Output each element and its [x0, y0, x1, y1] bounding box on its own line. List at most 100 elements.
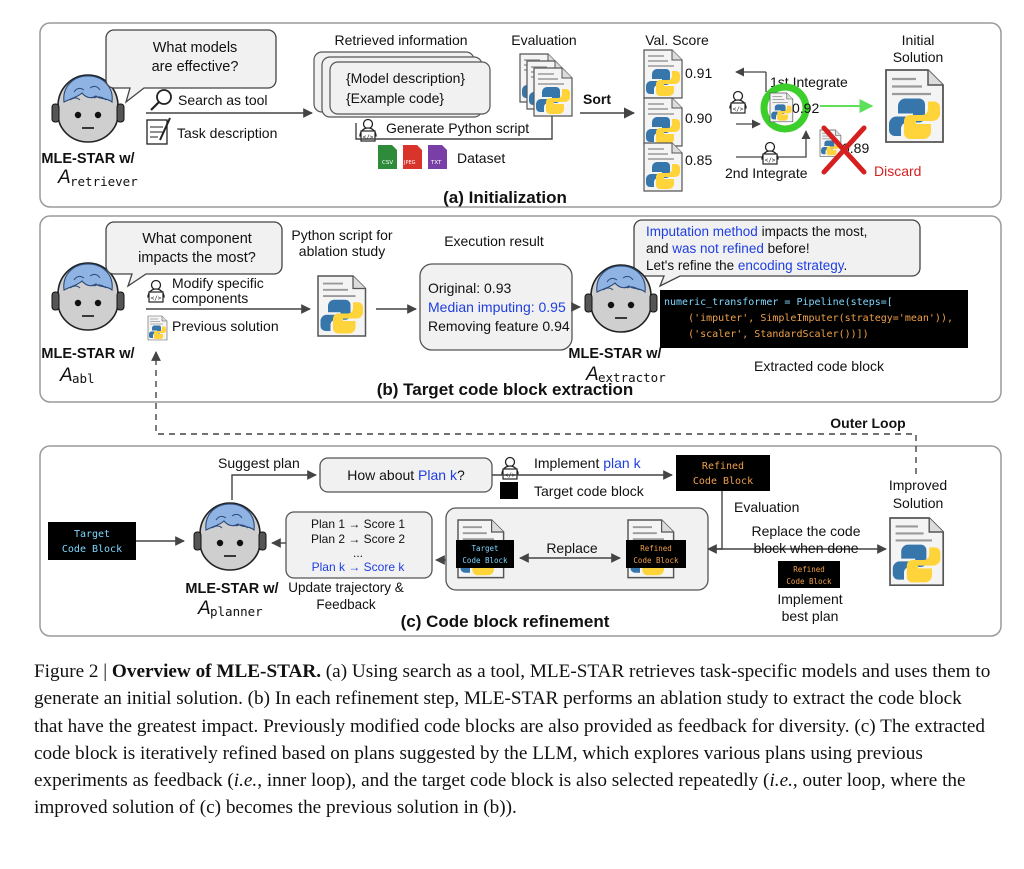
search-icon — [150, 89, 172, 111]
planner-agent-name: MLE-STAR w/ — [185, 581, 278, 597]
target-block-line-1: Target — [74, 529, 110, 540]
retriever-bubble-line-1: What models — [153, 40, 238, 56]
refined-block-line-1: Refined — [702, 461, 744, 472]
result-median-imputing: Median imputing: 0.95 — [428, 299, 566, 315]
extractor-bubble-line-2: and was not refined before! — [646, 241, 810, 256]
panel-a-frame — [39, 22, 1002, 208]
retrieved-information-label: Retrieved information — [334, 32, 467, 48]
target-code-block-input — [48, 522, 136, 560]
panel-b-frame — [39, 215, 1002, 403]
refined-code-block — [676, 455, 770, 491]
csv-icon-label: CSV — [382, 160, 393, 166]
best-plan-block-line-2: Code Block — [786, 577, 832, 586]
replace-when-done-line-1: Replace the code — [752, 523, 861, 539]
suggest-plan-label: Suggest plan — [218, 455, 300, 471]
extractor-agent-script-a: A — [585, 364, 599, 385]
planner-robot — [193, 502, 267, 571]
overview-diagram: </> What models are effective? MLE-STAR … — [39, 22, 1002, 637]
generate-python-script-label: Generate Python script — [386, 120, 529, 136]
initial-solution-doc — [884, 68, 945, 144]
generator-person-icon — [359, 118, 377, 142]
retriever-agent-subscript: retriever — [70, 174, 138, 189]
plan-k-score: Plan k → Score k — [312, 560, 406, 574]
search-as-tool-label: Search as tool — [178, 92, 268, 108]
score-doc-3 — [643, 142, 683, 192]
extractor-bubble-line-1: Imputation method impacts the most, — [646, 224, 867, 239]
panel-b-title: (b) Target code block extraction — [377, 380, 634, 399]
best-plan-code-block — [778, 561, 840, 588]
implement-person-icon — [501, 456, 519, 480]
figure-caption: Figure 2 | Overview of MLE-STAR. (a) Usi… — [34, 658, 994, 822]
python-script-label-1: Python script for — [291, 227, 392, 243]
extractor-agent-subscript: extractor — [598, 370, 666, 385]
second-integrate-person-icon — [761, 141, 779, 165]
discard-label: Discard — [874, 163, 921, 179]
panel-a-title: (a) Initialization — [443, 188, 567, 207]
discard-cross-icon — [821, 125, 867, 175]
extracted-code-label: Extracted code block — [754, 358, 885, 374]
planner-agent-script-a: A — [197, 598, 211, 619]
task-description-label: Task description — [177, 125, 277, 141]
evaluation-python-docs — [519, 53, 573, 117]
ablation-script-doc — [317, 275, 367, 337]
update-trajectory-line-2: Feedback — [316, 597, 376, 612]
caption-text-2: , inner loop), and the target code block… — [257, 770, 770, 792]
result-original: Original: 0.93 — [428, 280, 511, 296]
replace-target-line-2: Code Block — [462, 556, 508, 565]
caption-text-1: (a) Using search as a tool, MLE-STAR ret… — [34, 661, 991, 792]
score-1: 0.91 — [685, 65, 712, 81]
caption-text-3: , outer loop, where the improved solutio… — [34, 770, 966, 819]
evaluation-label-a: Evaluation — [511, 32, 576, 48]
example-code-text: {Example code} — [346, 90, 444, 106]
replace-target-doc: Target Code Block — [456, 519, 514, 579]
retriever-speech-bubble — [105, 29, 277, 104]
plan-proposal-text: How about Plan k? — [347, 467, 465, 483]
replace-refined-line-1: Refined — [640, 544, 672, 553]
previous-solution-label: Previous solution — [172, 318, 279, 334]
merged-score-doc — [769, 92, 794, 123]
score-doc-1 — [643, 49, 683, 99]
sort-label: Sort — [583, 91, 611, 107]
implement-best-line-2: best plan — [782, 608, 839, 624]
txt-icon-label: TXT — [430, 160, 442, 166]
retriever-agent-name: MLE-STAR w/ — [41, 151, 134, 167]
ablation-agent-name: MLE-STAR w/ — [41, 346, 134, 362]
second-integrate-label: 2nd Integrate — [725, 165, 808, 181]
execution-result-label: Execution result — [444, 233, 544, 249]
ablation-speech-bubble — [105, 221, 283, 288]
modify-person-icon — [147, 279, 165, 303]
ablation-bubble-line-1: What component — [142, 231, 252, 247]
val-score-label: Val. Score — [645, 32, 709, 48]
replace-refined-line-2: Code Block — [633, 556, 679, 565]
extractor-agent-name: MLE-STAR w/ — [568, 346, 661, 362]
score-doc-2 — [643, 97, 683, 147]
target-code-block-label: Target code block — [534, 483, 645, 499]
extracted-code-block — [660, 290, 968, 348]
selected-highlight-circle — [760, 83, 810, 133]
trajectory-box — [285, 511, 433, 579]
dataset-icons: CSV JPEG TXT — [378, 145, 447, 169]
refined-block-line-2: Code Block — [693, 476, 753, 487]
improved-solution-doc — [888, 516, 945, 587]
second-integrate-arrow — [736, 130, 811, 158]
score-3: 0.85 — [685, 152, 712, 168]
modify-line-1: Modify specific — [172, 275, 264, 291]
best-plan-block-line-1: Refined — [793, 565, 825, 574]
ablation-agent-subscript: abl — [72, 371, 95, 386]
outer-loop-arrow — [151, 351, 917, 474]
retriever-agent-script-a: A — [57, 167, 71, 188]
jpeg-icon-label: JPEG — [403, 160, 416, 166]
implement-plan-label: Implement plan k — [534, 455, 642, 471]
score-2: 0.90 — [685, 110, 712, 126]
plan-2-score: Plan 2 → Score 2 — [311, 532, 405, 546]
initial-solution-line-1: Initial — [902, 32, 935, 48]
replace-target-line-1: Target — [471, 544, 498, 553]
suggest-plan-arrow — [231, 470, 317, 500]
outer-loop-label: Outer Loop — [830, 415, 905, 431]
caption-ie-1: i.e. — [233, 770, 258, 792]
modify-line-2: components — [172, 290, 248, 306]
caption-ie-2: i.e. — [769, 770, 793, 792]
retrieved-info-stack — [313, 51, 491, 118]
previous-solution-doc — [147, 315, 168, 341]
implement-best-line-1: Implement — [777, 591, 842, 607]
